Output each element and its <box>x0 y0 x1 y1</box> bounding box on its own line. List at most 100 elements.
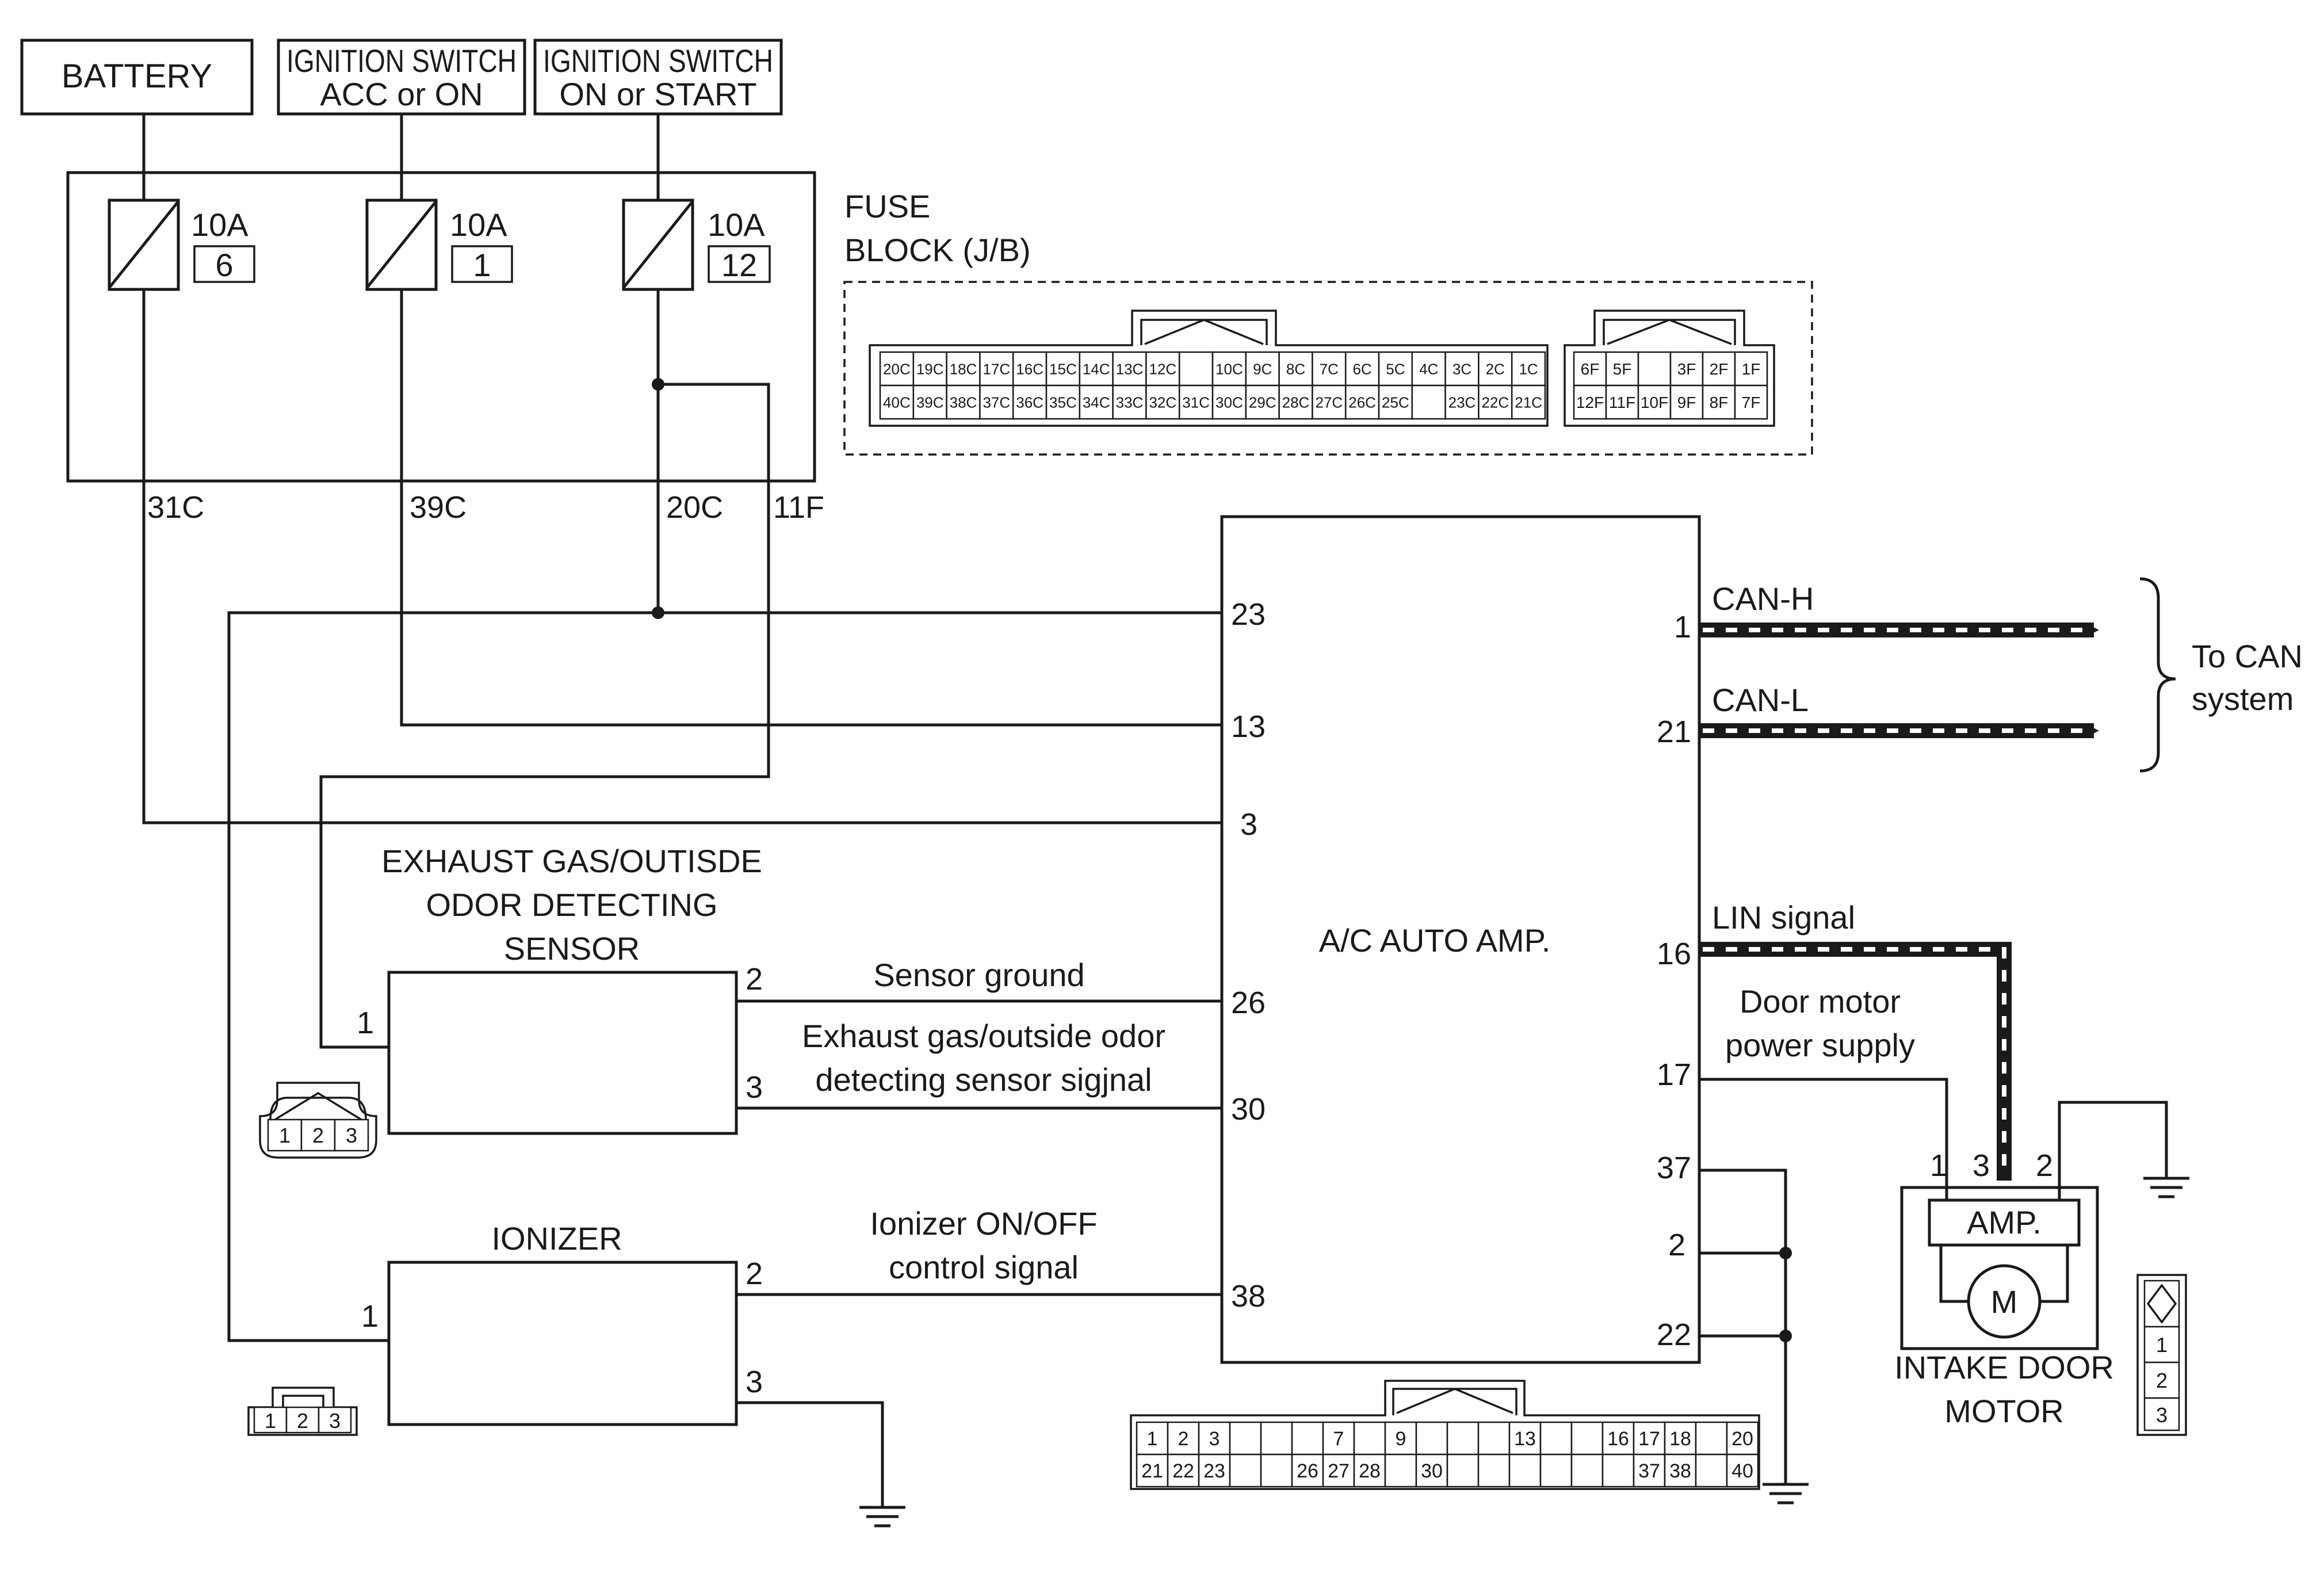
fuse-block-title-line1: FUSE <box>844 188 930 224</box>
wire-pin17 <box>1699 1078 1948 1187</box>
ac-amp-cell <box>1291 1453 1324 1488</box>
ionizer-label: IONIZER <box>491 1220 622 1257</box>
fuse-block-c-cell <box>1344 384 1380 420</box>
ac-amp-terminal-22: 22 <box>1172 1460 1194 1482</box>
fuse-block-f-terminal-2f: 2F <box>1710 360 1729 378</box>
ignition-switch-on-box: IGNITION SWITCH ON or START <box>533 39 783 116</box>
fuse-block-c-terminal-19c: 19C <box>916 360 944 377</box>
ac-amp-terminal-26: 26 <box>1297 1460 1318 1482</box>
fuse-block-connector-frame <box>843 281 1813 456</box>
ac-amp-cell <box>1695 1453 1728 1488</box>
wire-39c <box>400 289 1222 727</box>
ac-auto-amp-label: A/C AUTO AMP. <box>1319 922 1551 959</box>
fuse-block-f-terminal-8f: 8F <box>1710 394 1729 411</box>
to-can-label-line2: system <box>2192 681 2294 717</box>
ac-amp-cell <box>1229 1421 1262 1456</box>
svg-text:1: 1 <box>279 1124 290 1147</box>
ac-amp-cell <box>1229 1453 1262 1488</box>
terminal-39c: 39C <box>410 490 467 525</box>
ac-amp-terminal-38: 38 <box>1669 1460 1691 1482</box>
amp-pin-2: 2 <box>1668 1228 1685 1262</box>
fuse-block-f-terminal-3f: 3F <box>1677 360 1696 378</box>
fuse-block-c-cell <box>1511 384 1546 420</box>
intake-door-motor: AMP. M 1 3 2 INTAKE DOOR MOTOR <box>1894 1148 2114 1429</box>
fuse-block-c-terminal-27c: 27C <box>1315 394 1343 411</box>
can-brace <box>2139 577 2176 773</box>
fuse-block-c-cell <box>1145 351 1180 387</box>
ac-auto-amp: A/C AUTO AMP. 23 13 3 26 30 38 1 21 16 1… <box>1220 515 1701 1364</box>
amp-pin-1: 1 <box>1674 610 1691 644</box>
fuse-block-f-terminal-9f: 9F <box>1677 394 1696 411</box>
ignition-acc-line1: IGNITION SWITCH <box>286 43 517 79</box>
sensor-pin-3: 3 <box>746 1070 763 1105</box>
amp-pin-22: 22 <box>1657 1318 1691 1352</box>
door-motor-connector: 1 2 3 <box>2136 1274 2187 1436</box>
fuse-block-c-terminal-30c: 30C <box>1215 394 1243 411</box>
sensor-pin-1: 1 <box>357 1006 374 1040</box>
fuse-block-c-cell <box>1411 384 1446 420</box>
fuse-block-c-cell <box>1312 351 1347 387</box>
fuse-block-c-cell <box>1178 351 1214 387</box>
fuse-block-c-terminal-16c: 16C <box>1016 360 1043 377</box>
ac-amp-terminal-3: 3 <box>1209 1428 1220 1450</box>
fuse-block-c-terminal-9c: 9C <box>1253 360 1272 377</box>
fuse-block-c-cell <box>979 351 1014 387</box>
fuse-block-c-cell <box>1444 351 1480 387</box>
terminal-31c: 31C <box>147 490 204 525</box>
fuse-block-c-terminal-36c: 36C <box>1016 394 1043 411</box>
ac-amp-cell <box>1291 1421 1324 1456</box>
fuse-block-f-terminal-1f: 1F <box>1742 360 1761 378</box>
intake-door-motor-label-line2: MOTOR <box>1944 1393 2063 1429</box>
lin-signal-line: LIN signal <box>1699 899 2012 1181</box>
amp-pin-26: 26 <box>1231 986 1266 1020</box>
ac-amp-cell <box>1539 1453 1573 1488</box>
fuse-block-c-terminal-8c: 8C <box>1286 360 1305 377</box>
ac-amp-cell <box>1415 1421 1448 1456</box>
door-motor-amp-label: AMP. <box>1967 1204 2042 1240</box>
fuse-12-number: 12 <box>721 247 757 283</box>
ac-amp-cell <box>1633 1421 1666 1456</box>
terminal-11f: 11F <box>773 490 824 525</box>
lin-signal-label: LIN signal <box>1712 899 1855 935</box>
fuse-block-c-terminal-21c: 21C <box>1515 394 1542 411</box>
sensor-label-line3: SENSOR <box>504 930 640 967</box>
can-l-label: CAN-L <box>1712 682 1809 718</box>
fuse-block-c-terminal-40c: 40C <box>883 394 911 411</box>
splice-pin2 <box>1779 1247 1792 1259</box>
fuse-block-c-cell <box>1245 384 1280 420</box>
amp-pin-13: 13 <box>1231 709 1266 744</box>
splice-20c <box>652 378 664 391</box>
fuse-block-f-cell <box>1637 351 1672 387</box>
battery-label: BATTERY <box>62 58 212 95</box>
ac-amp-cell <box>1167 1453 1200 1488</box>
amp-pin-37: 37 <box>1657 1151 1691 1185</box>
door-motor-pin-2: 2 <box>2036 1148 2053 1183</box>
amp-pin-30: 30 <box>1231 1092 1266 1127</box>
fuse-block-c-terminal-33c: 33C <box>1116 394 1144 411</box>
ground-symbol-door-motor <box>2143 1177 2189 1198</box>
ac-amp-terminal-20: 20 <box>1731 1428 1753 1450</box>
ac-amp-cell <box>1322 1453 1355 1488</box>
sensor-label-line1: EXHAUST GAS/OUTISDE <box>381 843 762 879</box>
can-h-label: CAN-H <box>1712 581 1814 617</box>
ac-amp-terminal-30: 30 <box>1421 1460 1443 1482</box>
fuse-block-c-cell <box>946 351 981 387</box>
fuse-block-f-cell <box>1605 351 1639 387</box>
can-l-line: CAN-L <box>1699 682 2099 738</box>
fuse-block-f-cell <box>1734 351 1768 387</box>
svg-text:3: 3 <box>329 1409 341 1433</box>
wire-11f-branch <box>319 383 770 1049</box>
fuse-block-c-terminal-38c: 38C <box>950 394 977 411</box>
fuse-block-c-cell <box>1312 384 1347 420</box>
ac-amp-terminal-37: 37 <box>1638 1460 1660 1482</box>
ac-amp-terminal-28: 28 <box>1359 1460 1381 1482</box>
ac-amp-terminal-40: 40 <box>1731 1460 1753 1482</box>
svg-text:3: 3 <box>346 1124 357 1147</box>
fuse-block-c-terminal-32c: 32C <box>1149 394 1176 411</box>
door-motor-supply-label-line2: power supply <box>1725 1027 1915 1063</box>
door-motor-supply-label-line1: Door motor <box>1740 983 1901 1019</box>
fuse-block-c-cell <box>946 384 981 420</box>
fuse-1-number: 1 <box>473 247 491 283</box>
fuse-block-c-terminal-5c: 5C <box>1386 360 1405 377</box>
fuse-block-c-terminal-39c: 39C <box>916 394 944 411</box>
